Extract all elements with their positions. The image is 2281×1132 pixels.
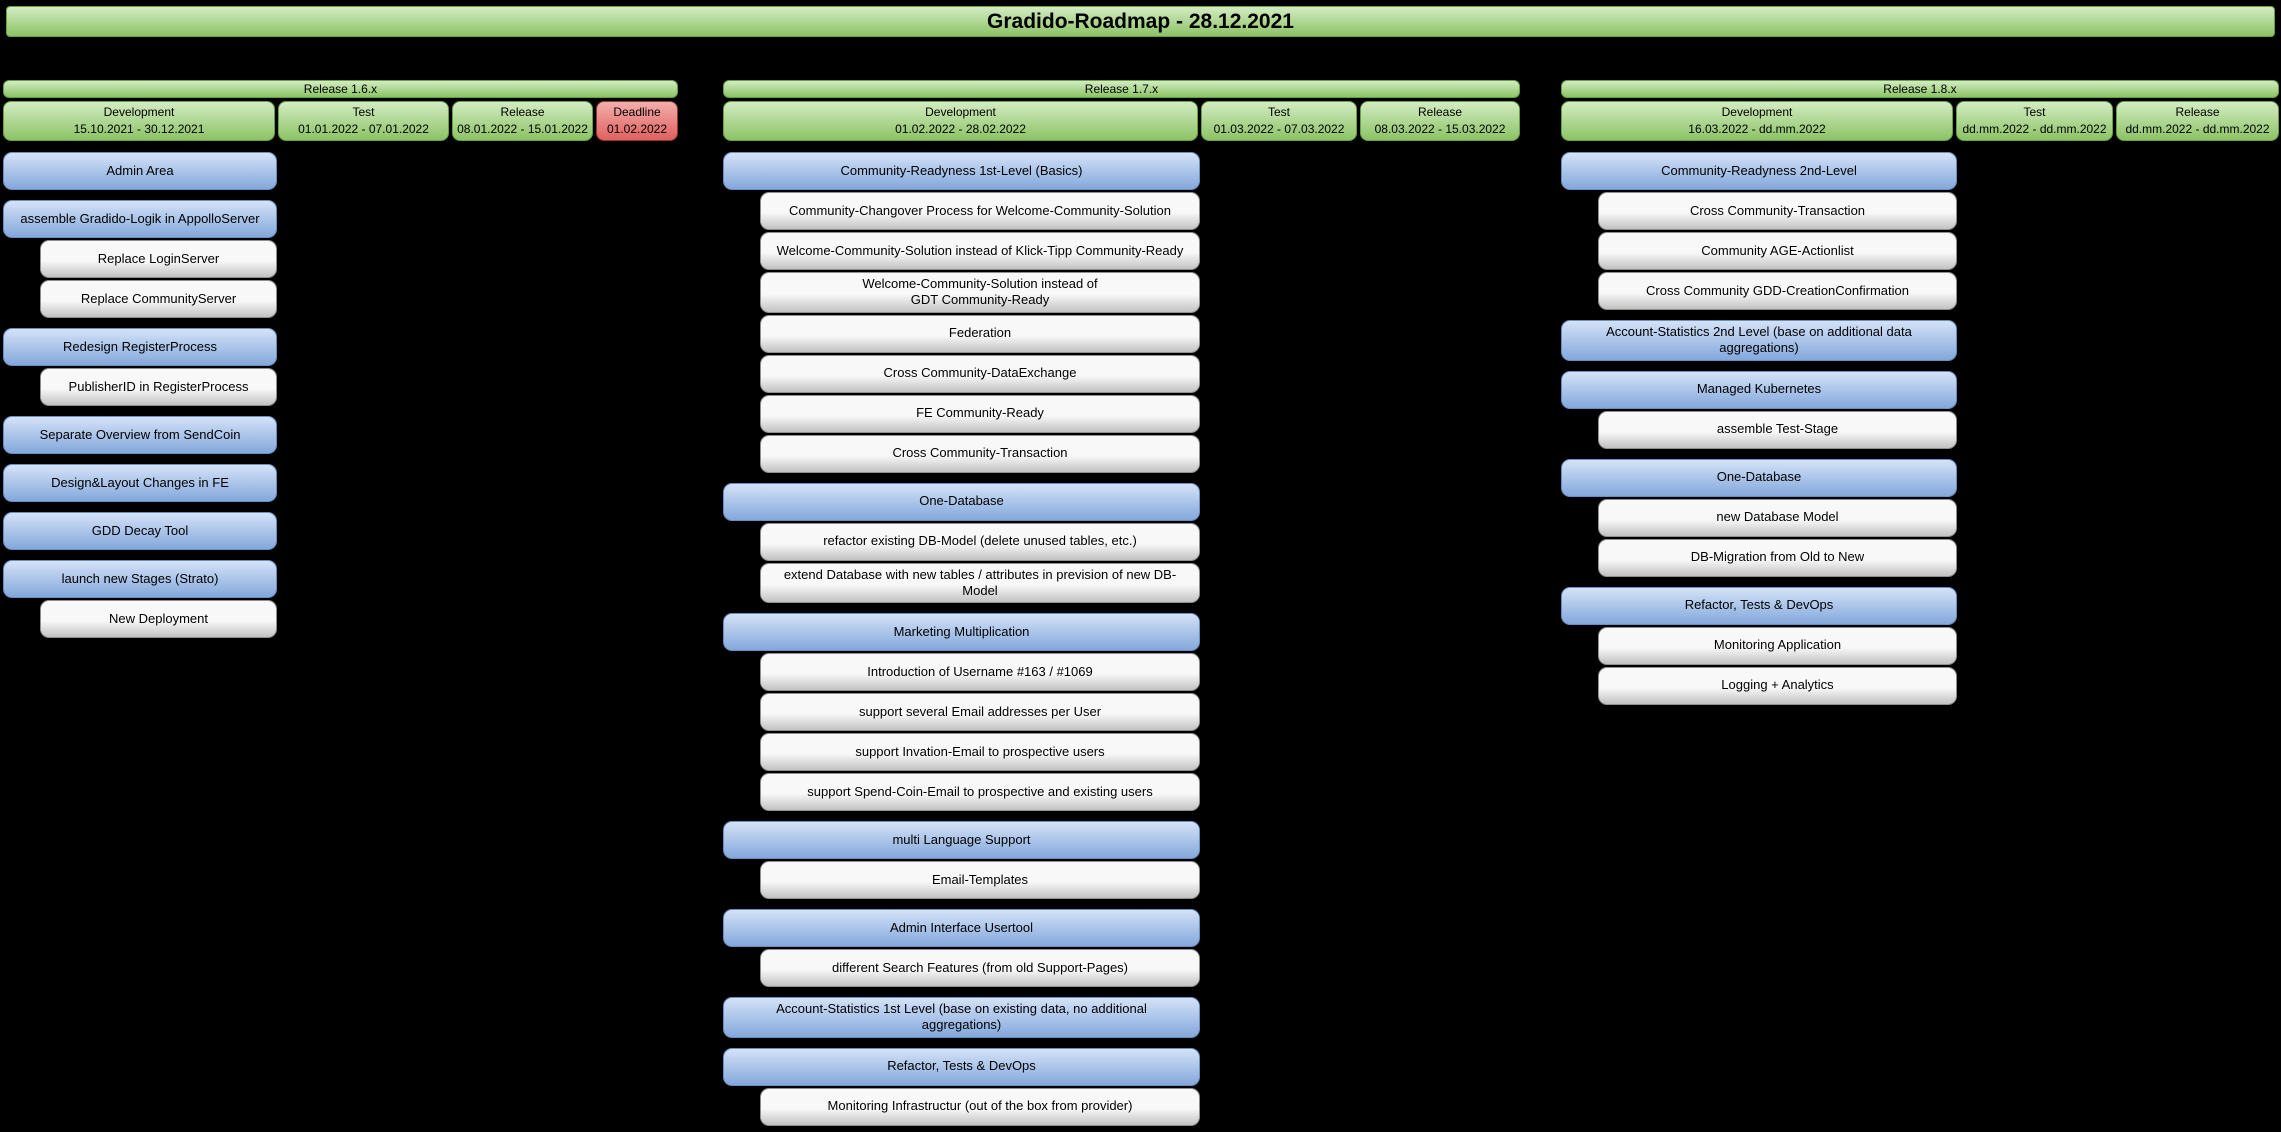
phase-name: Deadline — [613, 104, 661, 119]
task-item: Monitoring Infrastructur (out of the box… — [760, 1087, 1200, 1126]
phase-test: Test dd.mm.2022 - dd.mm.2022 — [1956, 101, 2113, 141]
task-item: Welcome-Community-Solution instead of Kl… — [760, 232, 1200, 270]
task-item: DB-Migration from Old to New — [1598, 538, 1957, 577]
phase-dates: 08.03.2022 - 15.03.2022 — [1374, 122, 1506, 136]
feature-item: Separate Overview from SendCoin — [3, 416, 277, 454]
phase-development: Development 15.10.2021 - 30.12.2021 — [3, 101, 275, 141]
feature-item: launch new Stages (Strato) — [3, 560, 277, 598]
feature-item: Managed Kubernetes — [1561, 370, 1957, 409]
item-list: Community-Readyness 1st-Level (Basics)Co… — [723, 152, 1200, 1126]
task-item: Monitoring Application — [1598, 626, 1957, 665]
feature-item: Admin Area — [3, 152, 277, 190]
task-item: Cross Community-Transaction — [760, 434, 1200, 473]
feature-item: Refactor, Tests & DevOps — [723, 1047, 1200, 1086]
phase-dates: 08.01.2022 - 15.01.2022 — [457, 122, 588, 136]
phase-test: Test 01.01.2022 - 07.01.2022 — [278, 101, 449, 141]
feature-item: Community-Readyness 2nd-Level — [1561, 152, 1957, 190]
feature-item: Account-Statistics 1st Level (base on ex… — [723, 997, 1200, 1038]
feature-item: GDD Decay Tool — [3, 512, 277, 550]
phase-row: Development 01.02.2022 - 28.02.2022 Test 01… — [723, 101, 1520, 141]
phase-test: Test 01.03.2022 - 07.03.2022 — [1201, 101, 1357, 141]
phase-dates: 16.03.2022 - dd.mm.2022 — [1688, 122, 1826, 136]
task-item: PublisherID in RegisterProcess — [40, 368, 277, 406]
phase-dates: 01.03.2022 - 07.03.2022 — [1213, 122, 1345, 136]
release-header: Release 1.8.x — [1561, 80, 2279, 98]
feature-item: Community-Readyness 1st-Level (Basics) — [723, 152, 1200, 190]
phase-name: Test — [1267, 104, 1290, 119]
task-item: support Spend-Coin-Email to prospective … — [760, 773, 1200, 811]
phase-name: Release — [1417, 104, 1463, 119]
task-item: Logging + Analytics — [1598, 666, 1957, 705]
phase-dates: dd.mm.2022 - dd.mm.2022 — [2125, 122, 2270, 136]
task-item: Community AGE-Actionlist — [1598, 232, 1957, 270]
release-column-1-6: Release 1.6.x Development 15.10.2021 - 30… — [3, 80, 678, 638]
phase-dates: 15.10.2021 - 30.12.2021 — [73, 122, 205, 136]
feature-item: Marketing Multiplication — [723, 613, 1200, 651]
feature-item: Account-Statistics 2nd Level (base on ad… — [1561, 320, 1957, 361]
task-item: FE Community-Ready — [760, 394, 1200, 433]
phase-name: Release — [2175, 104, 2220, 119]
task-item: Cross Community-DataExchange — [760, 354, 1200, 393]
phase-release: Release 08.03.2022 - 15.03.2022 — [1360, 101, 1520, 141]
task-item: Welcome-Community-Solution instead of GD… — [760, 272, 1200, 313]
task-item: New Deployment — [40, 600, 277, 638]
phase-deadline: Deadline 01.02.2022 — [596, 101, 678, 141]
page-title: Gradido-Roadmap - 28.12.2021 — [6, 6, 2275, 37]
task-item: different Search Features (from old Supp… — [760, 949, 1200, 987]
task-item: support Invation-Email to prospective us… — [760, 733, 1200, 771]
phase-dates: dd.mm.2022 - dd.mm.2022 — [1962, 122, 2107, 136]
feature-item: One-Database — [723, 482, 1200, 521]
phase-name: Release — [500, 104, 545, 119]
release-column-1-8: Release 1.8.x Development 16.03.2022 - dd… — [1561, 80, 2279, 705]
phase-development: Development 01.02.2022 - 28.02.2022 — [723, 101, 1198, 141]
task-item: Email-Templates — [760, 861, 1200, 899]
feature-item: Redesign RegisterProcess — [3, 328, 277, 366]
release-header: Release 1.6.x — [3, 80, 678, 98]
task-item: Federation — [760, 314, 1200, 353]
feature-item: Admin Interface Usertool — [723, 909, 1200, 947]
task-item: assemble Test-Stage — [1598, 410, 1957, 449]
feature-item: Design&Layout Changes in FE — [3, 464, 277, 502]
phase-name: Test — [2023, 104, 2046, 119]
phase-dates: 01.02.2022 - 28.02.2022 — [895, 122, 1026, 136]
task-item: extend Database with new tables / attrib… — [760, 562, 1200, 603]
phase-release: Release dd.mm.2022 - dd.mm.2022 — [2116, 101, 2279, 141]
release-header: Release 1.7.x — [723, 80, 1520, 98]
phase-dates: 01.02.2022 — [606, 122, 668, 136]
phase-name: Development — [925, 104, 996, 119]
item-list: Admin Area assemble Gradido-Logik in Appo… — [3, 152, 277, 638]
task-item: new Database Model — [1598, 498, 1957, 537]
task-item: Cross Community GDD-CreationConfirmation — [1598, 272, 1957, 310]
phase-development: Development 16.03.2022 - dd.mm.2022 — [1561, 101, 1953, 141]
feature-item: multi Language Support — [723, 821, 1200, 859]
release-column-1-7: Release 1.7.x Development 01.02.2022 - 28… — [723, 80, 1520, 1126]
task-item: refactor existing DB-Model (delete unuse… — [760, 522, 1200, 561]
task-item: Replace LoginServer — [40, 240, 277, 278]
feature-item: Refactor, Tests & DevOps — [1561, 586, 1957, 625]
phase-release: Release 08.01.2022 - 15.01.2022 — [452, 101, 593, 141]
phase-name: Test — [352, 104, 375, 119]
task-item: Replace CommunityServer — [40, 280, 277, 318]
feature-item: assemble Gradido-Logik in AppolloServer — [3, 200, 277, 238]
task-item: support several Email addresses per User — [760, 693, 1200, 731]
phase-name: Development — [103, 104, 175, 119]
phase-row: Development 15.10.2021 - 30.12.2021 Test 01… — [3, 101, 678, 141]
phase-name: Development — [1721, 104, 1793, 119]
phase-dates: 01.01.2022 - 07.01.2022 — [298, 122, 429, 136]
task-item: Introduction of Username #163 / #1069 — [760, 653, 1200, 691]
task-item: Cross Community-Transaction — [1598, 192, 1957, 230]
phase-row: Development 16.03.2022 - dd.mm.2022 Test dd… — [1561, 101, 2279, 141]
feature-item: One-Database — [1561, 458, 1957, 497]
task-item: Community-Changover Process for Welcome-… — [760, 192, 1200, 230]
